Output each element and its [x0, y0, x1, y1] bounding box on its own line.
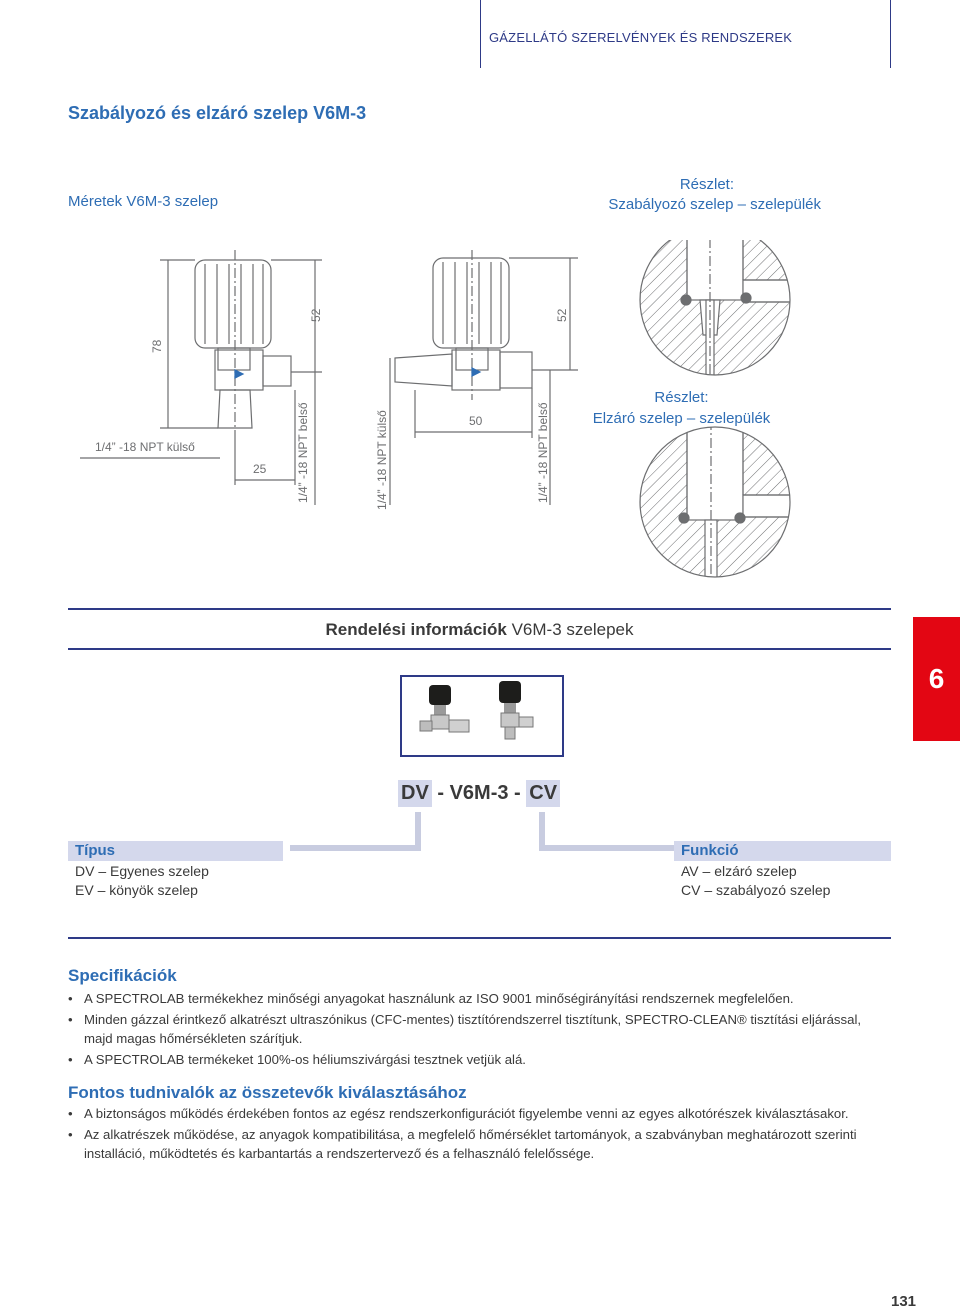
- type-option-dv: DV – Egyenes szelep: [75, 863, 209, 879]
- function-heading: Funkció: [674, 841, 891, 861]
- dimension-50: 50: [469, 414, 483, 428]
- type-heading: Típus: [68, 841, 283, 861]
- specs-top-rule: [68, 937, 891, 939]
- code-connector-lines: [290, 812, 680, 851]
- straight-valve-drawing: [394, 250, 533, 400]
- notes-item: A biztonságos működés érdekében fontos a…: [68, 1104, 888, 1124]
- ordering-title: Rendelési információk V6M-3 szelepek: [325, 620, 634, 639]
- dimension-52-right: 52: [555, 308, 569, 322]
- specs-item: A SPECTROLAB termékekhez minőségi anyago…: [68, 989, 888, 1009]
- type-option-ev: EV – könyök szelep: [75, 882, 198, 898]
- detail-top-label: Részlet: Szabályozó szelep – szelepülék: [560, 175, 821, 215]
- code-separator: - V6M-3 -: [431, 781, 527, 804]
- npt-internal-label-left: 1/4” -18 NPT belső: [296, 402, 310, 504]
- notes-list: A biztonságos működés érdekében fontos a…: [68, 1104, 888, 1165]
- detail-top-line1: Részlet:: [679, 176, 734, 193]
- ordering-code: DV - V6M-3 - CV: [398, 778, 561, 808]
- page-number: 131: [891, 1293, 917, 1310]
- header-divider: [890, 0, 891, 68]
- valve-photo-illustration: [419, 681, 534, 740]
- npt-external-label-left: 1/4” -18 NPT külső: [95, 440, 195, 454]
- specs-heading: Specifikációk: [68, 966, 177, 985]
- dimension-78: 78: [150, 339, 164, 353]
- code-function-part: CV: [526, 779, 561, 807]
- npt-external-label-mid: 1/4” -18 NPT külső: [375, 410, 389, 510]
- angle-valve-drawing: [194, 250, 292, 440]
- ordering-bottom-rule: [68, 648, 891, 650]
- code-type-part: DV: [398, 779, 432, 807]
- specs-item: A SPECTROLAB termékeket 100%-os héliumsz…: [68, 1050, 888, 1070]
- header-section-title: GÁZELLÁTÓ SZERELVÉNYEK ÉS RENDSZEREK: [489, 30, 793, 45]
- notes-item: Az alkatrészek működése, az anyagok komp…: [68, 1125, 888, 1164]
- chapter-tab: 6: [913, 617, 960, 741]
- detail-bottom-label: Részlet: Elzáró szelep – szelepülék: [560, 387, 803, 429]
- specs-list: A SPECTROLAB termékekhez minőségi anyago…: [68, 989, 888, 1070]
- npt-internal-label-right: 1/4” -18 NPT belső: [536, 402, 550, 504]
- product-photo: [400, 675, 564, 757]
- detail-top-line2: Szabályozó szelep – szelepülék: [608, 196, 821, 213]
- notes-heading: Fontos tudnivalók az összetevők kiválasz…: [68, 1083, 467, 1102]
- header-divider: [480, 0, 481, 68]
- dimension-25: 25: [253, 462, 267, 476]
- function-option-av: AV – elzáró szelep: [681, 863, 797, 879]
- valve-dimension-drawing: [80, 240, 791, 578]
- dimension-52-left: 52: [309, 308, 323, 322]
- dimensions-label: Méretek V6M-3 szelep: [68, 193, 219, 210]
- detail-bottom-line1: Részlet:: [654, 389, 709, 406]
- specs-item: Minden gázzal érintkező alkatrészt ultra…: [68, 1010, 888, 1049]
- page-title: Szabályozó és elzáró szelep V6M-3: [68, 103, 367, 123]
- ordering-top-rule: [68, 608, 891, 610]
- function-option-cv: CV – szabályozó szelep: [681, 882, 831, 898]
- detail-bottom-line2: Elzáró szelep – szelepülék: [592, 410, 771, 427]
